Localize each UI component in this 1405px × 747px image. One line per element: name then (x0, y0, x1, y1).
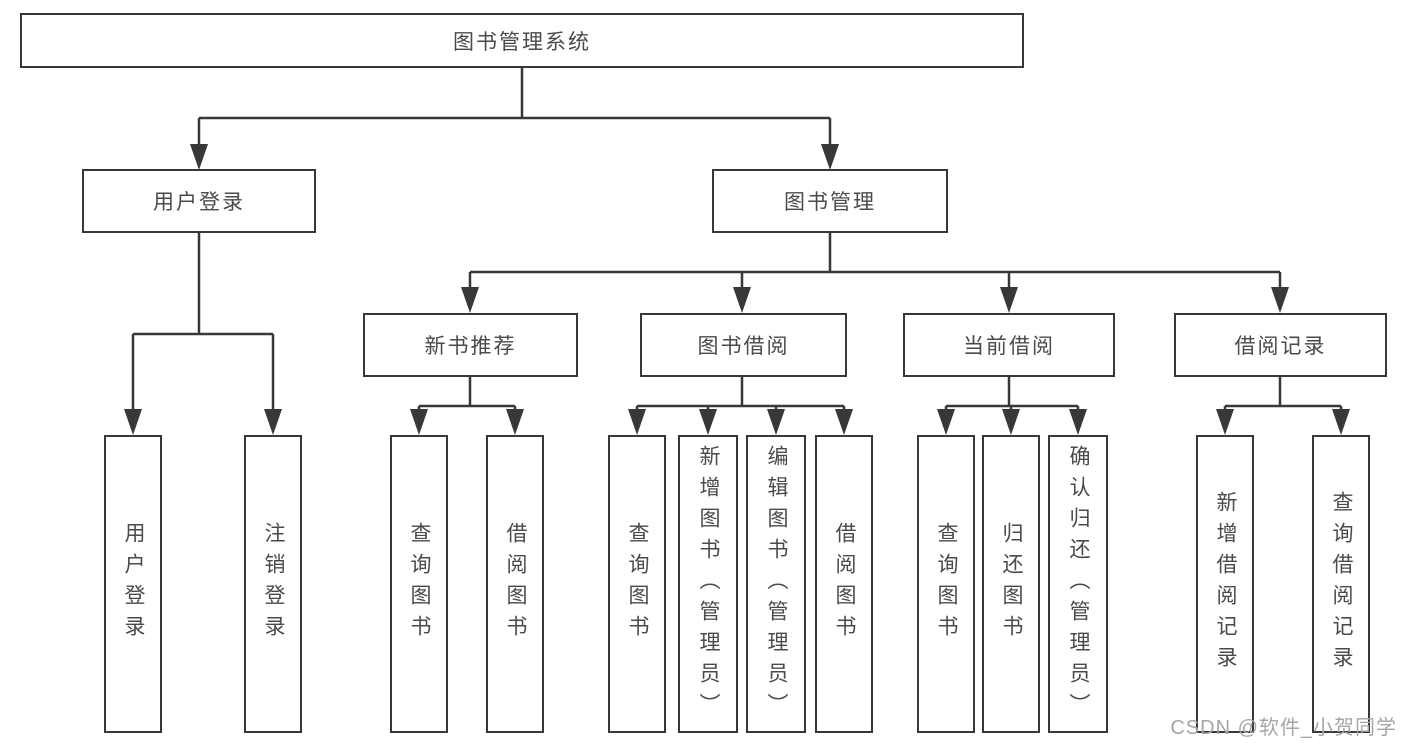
leaf-logout: 注销登录 (244, 435, 302, 733)
node-current-borrowing: 当前借阅 (903, 313, 1115, 377)
csdn-watermark: CSDN @软件_小贺同学 (1170, 717, 1397, 739)
leaf-label: 查询图书 (408, 522, 431, 646)
leaf-label: 用户登录 (122, 522, 145, 646)
leaf-label: 查询图书 (626, 522, 649, 646)
leaf-newbook-query-books: 查询图书 (390, 435, 448, 733)
leaf-current-confirm-return-admin: 确认归还（管理员） (1048, 435, 1108, 733)
node-label: 图书借阅 (697, 335, 790, 358)
node-label: 借阅记录 (1234, 335, 1327, 358)
leaf-label: 编辑图书（管理员） (765, 444, 788, 724)
node-label: 当前借阅 (963, 335, 1055, 358)
node-label: 用户登录 (153, 191, 245, 214)
leaf-current-query-books: 查询图书 (917, 435, 975, 733)
leaf-label: 新增借阅记录 (1214, 491, 1237, 677)
node-new-book-recommend: 新书推荐 (363, 313, 578, 377)
node-label: 图书管理 (784, 191, 876, 214)
leaf-borrow-query-books: 查询图书 (608, 435, 666, 733)
leaf-label: 借阅图书 (504, 522, 527, 646)
node-label: 图书管理系统 (453, 30, 591, 54)
leaf-label: 查询图书 (935, 522, 958, 646)
leaf-label: 借阅图书 (833, 522, 856, 646)
leaf-label: 注销登录 (262, 522, 285, 646)
leaf-label: 归还图书 (1000, 522, 1023, 646)
leaf-newbook-borrow-books: 借阅图书 (486, 435, 544, 733)
leaf-label: 新增图书（管理员） (697, 444, 720, 724)
node-book-borrowing: 图书借阅 (640, 313, 847, 377)
leaf-label: 确认归还（管理员） (1067, 444, 1090, 724)
leaf-borrow-edit-books-admin: 编辑图书（管理员） (746, 435, 806, 733)
leaf-current-return-books: 归还图书 (982, 435, 1040, 733)
node-borrowing-records: 借阅记录 (1174, 313, 1387, 377)
node-user-login: 用户登录 (82, 169, 316, 233)
leaf-records-query-record: 查询借阅记录 (1312, 435, 1370, 733)
arrowheads (124, 144, 1350, 435)
leaf-label: 查询借阅记录 (1330, 491, 1353, 677)
node-label: 新书推荐 (424, 335, 517, 358)
leaf-records-add-record: 新增借阅记录 (1196, 435, 1254, 733)
leaf-borrow-add-books-admin: 新增图书（管理员） (678, 435, 738, 733)
leaf-borrow-borrow-books: 借阅图书 (815, 435, 873, 733)
node-book-management: 图书管理 (712, 169, 948, 233)
node-library-management-system: 图书管理系统 (20, 13, 1024, 68)
leaf-user-login: 用户登录 (104, 435, 162, 733)
